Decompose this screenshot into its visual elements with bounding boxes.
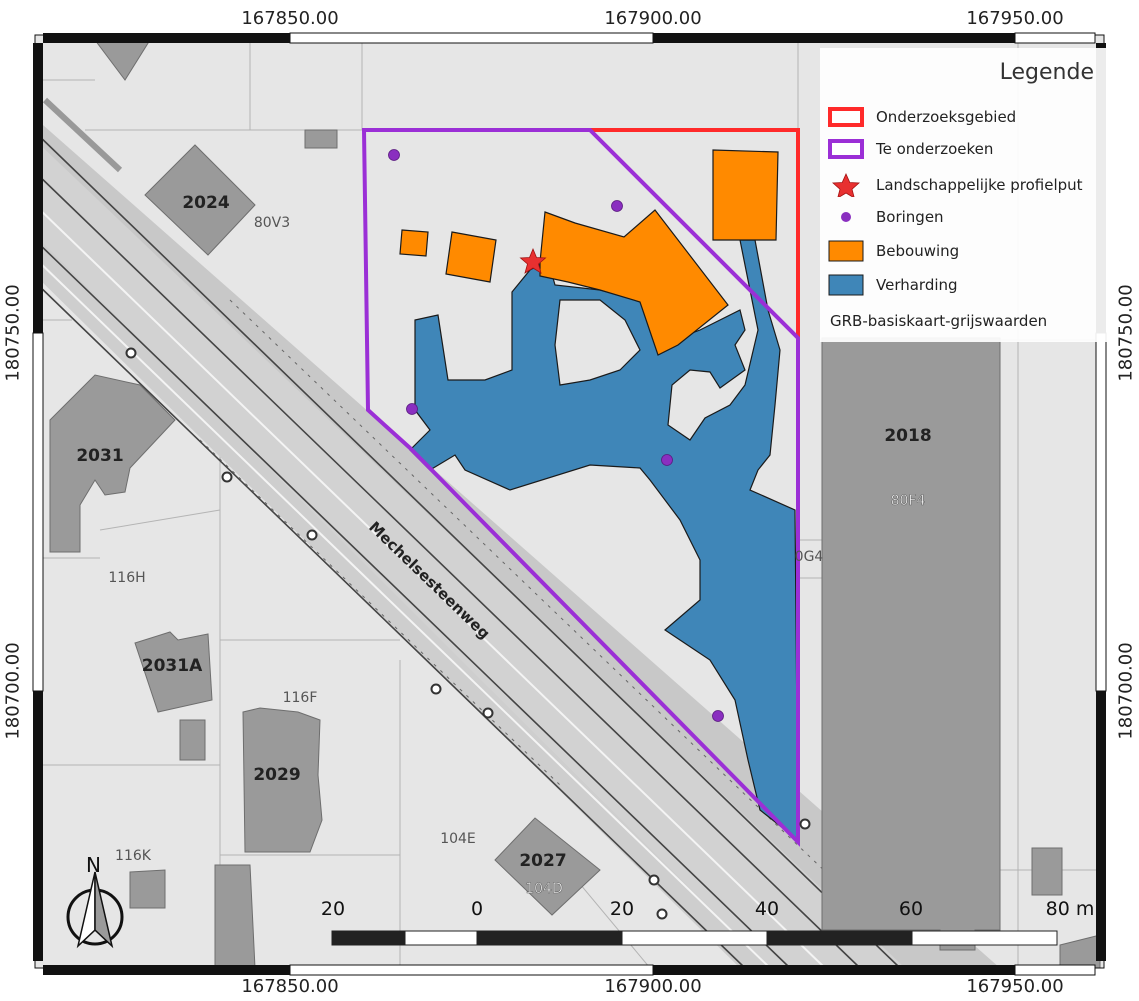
- legend-item-onderzoeksgebied: Onderzoeksgebied: [828, 104, 1016, 130]
- te-onderzoeken-outline: [361, 128, 800, 847]
- parcel-label: 104E: [440, 831, 476, 847]
- legend-item-verharding: Verharding: [828, 272, 958, 298]
- legend-symbol: [841, 212, 851, 222]
- street-point-markers: [125, 347, 811, 920]
- legend-label: Boringen: [876, 208, 944, 226]
- legend-symbol: [828, 274, 864, 296]
- y-coord-label: 180700.00: [1115, 601, 1137, 781]
- building-label: 2031: [76, 446, 123, 466]
- legend-label: Landschappelijke profielput: [876, 176, 1083, 194]
- x-coord-label: 167850.00: [241, 976, 339, 997]
- x-coord-label: 167950.00: [966, 8, 1064, 29]
- legend-fill-swatch: [828, 240, 864, 262]
- boring-point: [661, 454, 673, 466]
- scale-bar-label: 40: [754, 898, 780, 920]
- legend-title: Legende: [999, 60, 1094, 85]
- y-coord-label: 180700.00: [2, 601, 24, 781]
- legend-outline-swatch: [828, 106, 864, 128]
- building-label: 2027: [519, 851, 566, 871]
- legend-label: Bebouwing: [876, 242, 960, 260]
- boring-point: [712, 710, 724, 722]
- parcel-label: 116H: [108, 570, 145, 586]
- parcel-label: 0G4: [795, 549, 824, 565]
- boring-point: [388, 149, 400, 161]
- north-label: N: [86, 853, 101, 877]
- scale-bar-label: 0: [470, 898, 484, 920]
- y-coord-text: 180700.00: [2, 642, 24, 740]
- legend-item-bebouwing: Bebouwing: [828, 238, 959, 264]
- profielput-star: [519, 247, 547, 274]
- y-coord-label: 180750.00: [2, 243, 24, 423]
- bebouwing-buildings: [399, 149, 779, 356]
- x-coord-label: 167900.00: [604, 8, 702, 29]
- building-label: 2024: [182, 193, 229, 213]
- parcel-label: 116F: [283, 690, 318, 706]
- parcel-label: 80F4: [891, 493, 926, 509]
- onderzoeksgebied-outline: [590, 128, 800, 338]
- scale-bar-label: 80 m: [1045, 898, 1095, 920]
- basemap-note: GRB-basiskaart-grijswaarden: [830, 312, 1048, 330]
- legend-label: Te onderzoeken: [876, 140, 994, 158]
- x-coord-label: 167850.00: [241, 8, 339, 29]
- basemap-buildings: [49, 39, 1101, 969]
- legend-item-te-onderzoeken: Te onderzoeken: [828, 136, 993, 162]
- verharding-area: [409, 239, 799, 842]
- y-coord-text: 180750.00: [2, 284, 24, 382]
- legend-label: Onderzoeksgebied: [876, 108, 1017, 126]
- parcel-label: 80V3: [254, 215, 290, 231]
- scale-bar: [331, 930, 1058, 946]
- legend-symbol: [828, 107, 864, 127]
- legend-symbol: [832, 173, 860, 197]
- scale-bar-label: 20: [320, 898, 346, 920]
- north-arrow-icon: [66, 871, 124, 949]
- building-label: 2029: [253, 765, 300, 785]
- parcel-label: 104D: [525, 881, 563, 897]
- y-coord-text: 180700.00: [1115, 642, 1137, 740]
- legend-item-boringen: Boringen: [828, 204, 944, 230]
- boringen-points: [388, 149, 724, 722]
- legend-symbol: [828, 240, 864, 262]
- dot-icon: [828, 206, 864, 228]
- parcel-label: 116K: [115, 848, 152, 864]
- scale-bar-label: 60: [898, 898, 924, 920]
- building-label: 2031A: [142, 656, 203, 676]
- boring-point: [611, 200, 623, 212]
- map-legend: Legende Onderzoeksgebied Te onderzoeken …: [820, 48, 1116, 342]
- y-coord-text: 180750.00: [1115, 284, 1137, 382]
- legend-item-profielput: Landschappelijke profielput: [828, 172, 1083, 198]
- x-coord-label: 167900.00: [604, 976, 702, 997]
- scale-bar-label: 20: [609, 898, 635, 920]
- legend-fill-swatch: [828, 274, 864, 296]
- legend-label: Verharding: [876, 276, 958, 294]
- building-label: 2018: [884, 426, 931, 446]
- legend-symbol: [828, 139, 864, 159]
- y-coord-label: 180750.00: [1115, 243, 1137, 423]
- boring-point: [406, 403, 418, 415]
- x-coord-label: 167950.00: [966, 976, 1064, 997]
- star-icon: [828, 173, 864, 197]
- legend-outline-swatch: [828, 138, 864, 160]
